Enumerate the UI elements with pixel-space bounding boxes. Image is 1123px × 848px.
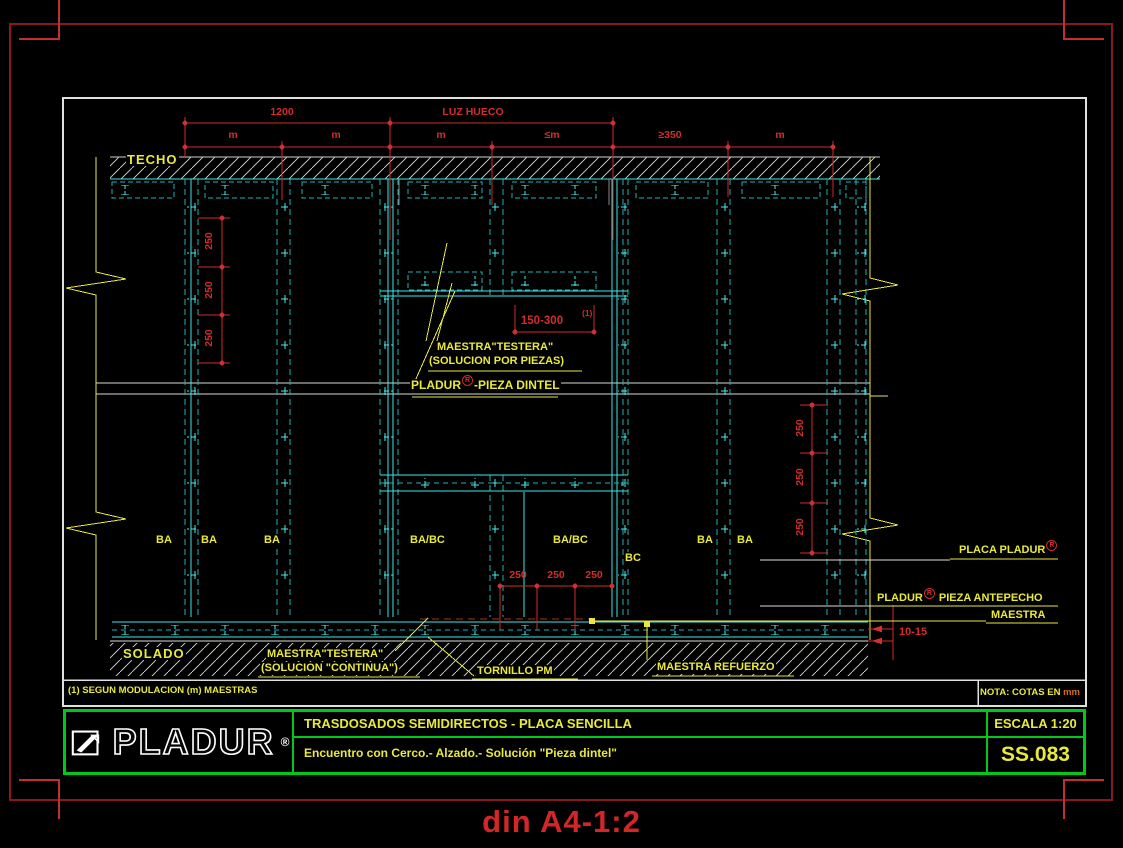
- title-block-divider-3: [292, 736, 1083, 738]
- dim-sill-250-2: 250: [547, 569, 565, 581]
- stud-label-babc-1: BA/BC: [409, 534, 446, 547]
- stud-label-ba-2: BA: [200, 534, 218, 547]
- stud-label-ba-1: BA: [155, 534, 173, 547]
- note-units-text: NOTA: COTAS EN: [980, 687, 1064, 698]
- note-modulation: (1) SEGUN MODULACION (m) MAESTRAS: [68, 685, 258, 696]
- sheet-scale: ESCALA 1:20: [994, 716, 1077, 731]
- stud-label-babc-2: BA/BC: [552, 534, 589, 547]
- note-units-mm: mm: [1063, 687, 1080, 698]
- dim-10-15: 10-15: [899, 626, 928, 638]
- stud-label-ba-4: BA: [696, 534, 714, 547]
- registered-icon: R: [462, 375, 473, 386]
- dim-min-350: ≥350: [658, 129, 682, 141]
- callout-testera-continua-line2: (SOLUCION "CONTINUA"): [260, 662, 399, 675]
- stud-label-ba-5: BA: [736, 534, 754, 547]
- sheet-format-caption: din A4-1:2: [482, 804, 641, 839]
- floor-label: SOLADO: [122, 646, 186, 661]
- ceiling-label: TECHO: [126, 152, 179, 167]
- callout-antepecho-brand: PLADUR: [877, 592, 923, 604]
- dim-luz-hueco: LUZ HUECO: [442, 106, 504, 118]
- pladur-logo-registered-icon: ®: [280, 735, 290, 749]
- sheet-subtitle: Encuentro con Cerco.- Alzado.- Solución …: [304, 746, 617, 760]
- callout-placa-text: PLACA PLADUR: [959, 544, 1046, 556]
- title-block-divider-2: [986, 712, 988, 772]
- stud-label-bc: BC: [624, 552, 642, 565]
- callout-dintel-brand: PLADUR: [411, 378, 461, 392]
- dim-left-250-2: 250: [203, 281, 215, 299]
- dim-mod-3: m: [436, 129, 446, 141]
- dim-mod-1: m: [228, 129, 238, 141]
- callout-maestra-refuerzo: MAESTRA REFUERZO: [656, 661, 776, 674]
- pladur-logo-text: PLADUR: [112, 721, 275, 762]
- sheet-title: TRASDOSADOS SEMIDIRECTOS - PLACA SENCILL…: [304, 716, 632, 731]
- registered-icon: R: [923, 588, 935, 599]
- note-units: NOTA: COTAS EN mm: [980, 687, 1080, 698]
- dim-right-250-2: 250: [794, 468, 806, 486]
- dim-1200: 1200: [270, 106, 294, 118]
- dim-left-250-1: 250: [203, 232, 215, 250]
- title-block: PLADUR ® TRASDOSADOS SEMIDIRECTOS - PLAC…: [63, 709, 1086, 775]
- sheet-code: SS.083: [1001, 743, 1070, 766]
- dim-right-250-1: 250: [794, 419, 806, 437]
- pladur-logo: PLADUR ®: [66, 712, 292, 772]
- pladur-logo-icon: [71, 730, 99, 756]
- dim-mod-5: m: [775, 129, 785, 141]
- dim-left-250-3: 250: [203, 329, 215, 347]
- callout-dintel-rest: -PIEZA DINTEL: [474, 378, 560, 392]
- dim-150-300-note: (1): [582, 308, 593, 318]
- callout-antepecho-rest: PIEZA ANTEPECHO: [935, 592, 1043, 604]
- dim-sill-250-1: 250: [509, 569, 527, 581]
- dim-mod-4: ≤m: [544, 129, 560, 141]
- dim-mod-2: m: [331, 129, 341, 141]
- dim-150-300: 150-300: [520, 315, 564, 327]
- dim-sill-250-3: 250: [585, 569, 603, 581]
- registered-icon: R: [1046, 540, 1058, 551]
- callout-tornillo-pm: TORNILLO PM: [476, 665, 554, 678]
- title-block-divider-1: [292, 712, 294, 772]
- callout-maestra: MAESTRA: [990, 609, 1047, 622]
- callout-testera-piezas-line2: (SOLUCION POR PIEZAS): [428, 355, 566, 368]
- stud-label-ba-3: BA: [263, 534, 281, 547]
- dim-right-250-3: 250: [794, 518, 806, 536]
- callout-testera-continua-line1: MAESTRA"TESTERA": [266, 648, 385, 661]
- callout-testera-piezas-line1: MAESTRA"TESTERA": [436, 341, 555, 354]
